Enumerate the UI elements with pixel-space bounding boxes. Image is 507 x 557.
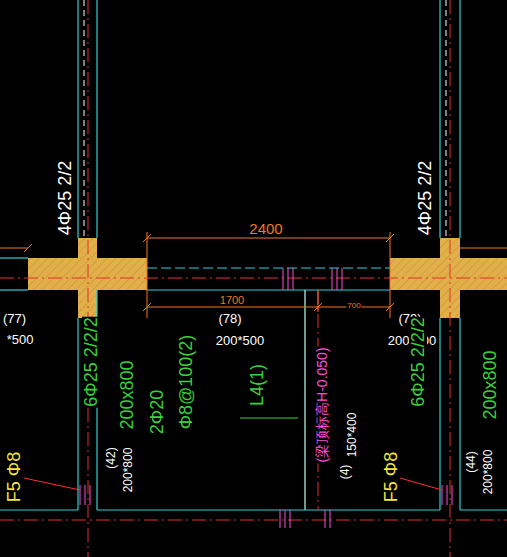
dimension: 2400 xyxy=(248,221,283,236)
stirrup-note: Φ8@100(2) xyxy=(177,334,195,431)
leader-line xyxy=(240,418,298,419)
dimension: 1700 xyxy=(219,295,245,306)
stirrup-marks xyxy=(80,268,452,528)
beam-size: 200*800 xyxy=(122,447,134,494)
dimension: 700 xyxy=(346,302,361,310)
elevation-note: (梁顶标高H-0.050) xyxy=(315,346,329,463)
dimension-line xyxy=(0,232,507,318)
rebar-note: 6Φ25 2/2/2 xyxy=(82,316,100,407)
beam-size: 200x800 xyxy=(481,349,499,420)
leader-line xyxy=(24,478,442,490)
beam-number: (44) xyxy=(465,450,477,473)
rebar-note: 4Φ25 2/2 xyxy=(416,160,434,236)
beam-size: 150*400 xyxy=(346,412,358,459)
beam-number: (77) xyxy=(2,312,27,325)
beam-size: 200*800 xyxy=(482,449,494,496)
beam-size: *500 xyxy=(6,333,35,346)
hidden-line xyxy=(84,0,446,238)
beam-number: (4) xyxy=(339,464,351,481)
rebar-note: 4Φ25 2/2 xyxy=(56,160,74,236)
beam-number: (78) xyxy=(217,312,242,325)
rebar-note: 6Φ25 2/2/2 xyxy=(409,316,427,407)
beam-number: (42) xyxy=(105,446,117,469)
beam-name: L4(1) xyxy=(248,363,266,407)
beam-size: 200x800 xyxy=(118,359,136,430)
stirrup-note: F5 Φ8 xyxy=(382,451,400,503)
stirrup-note: F5 Φ8 xyxy=(5,451,23,503)
rebar-note: 2Φ20 xyxy=(148,389,166,435)
beam-size: 200*500 xyxy=(215,334,265,347)
beam-outline xyxy=(0,0,507,510)
